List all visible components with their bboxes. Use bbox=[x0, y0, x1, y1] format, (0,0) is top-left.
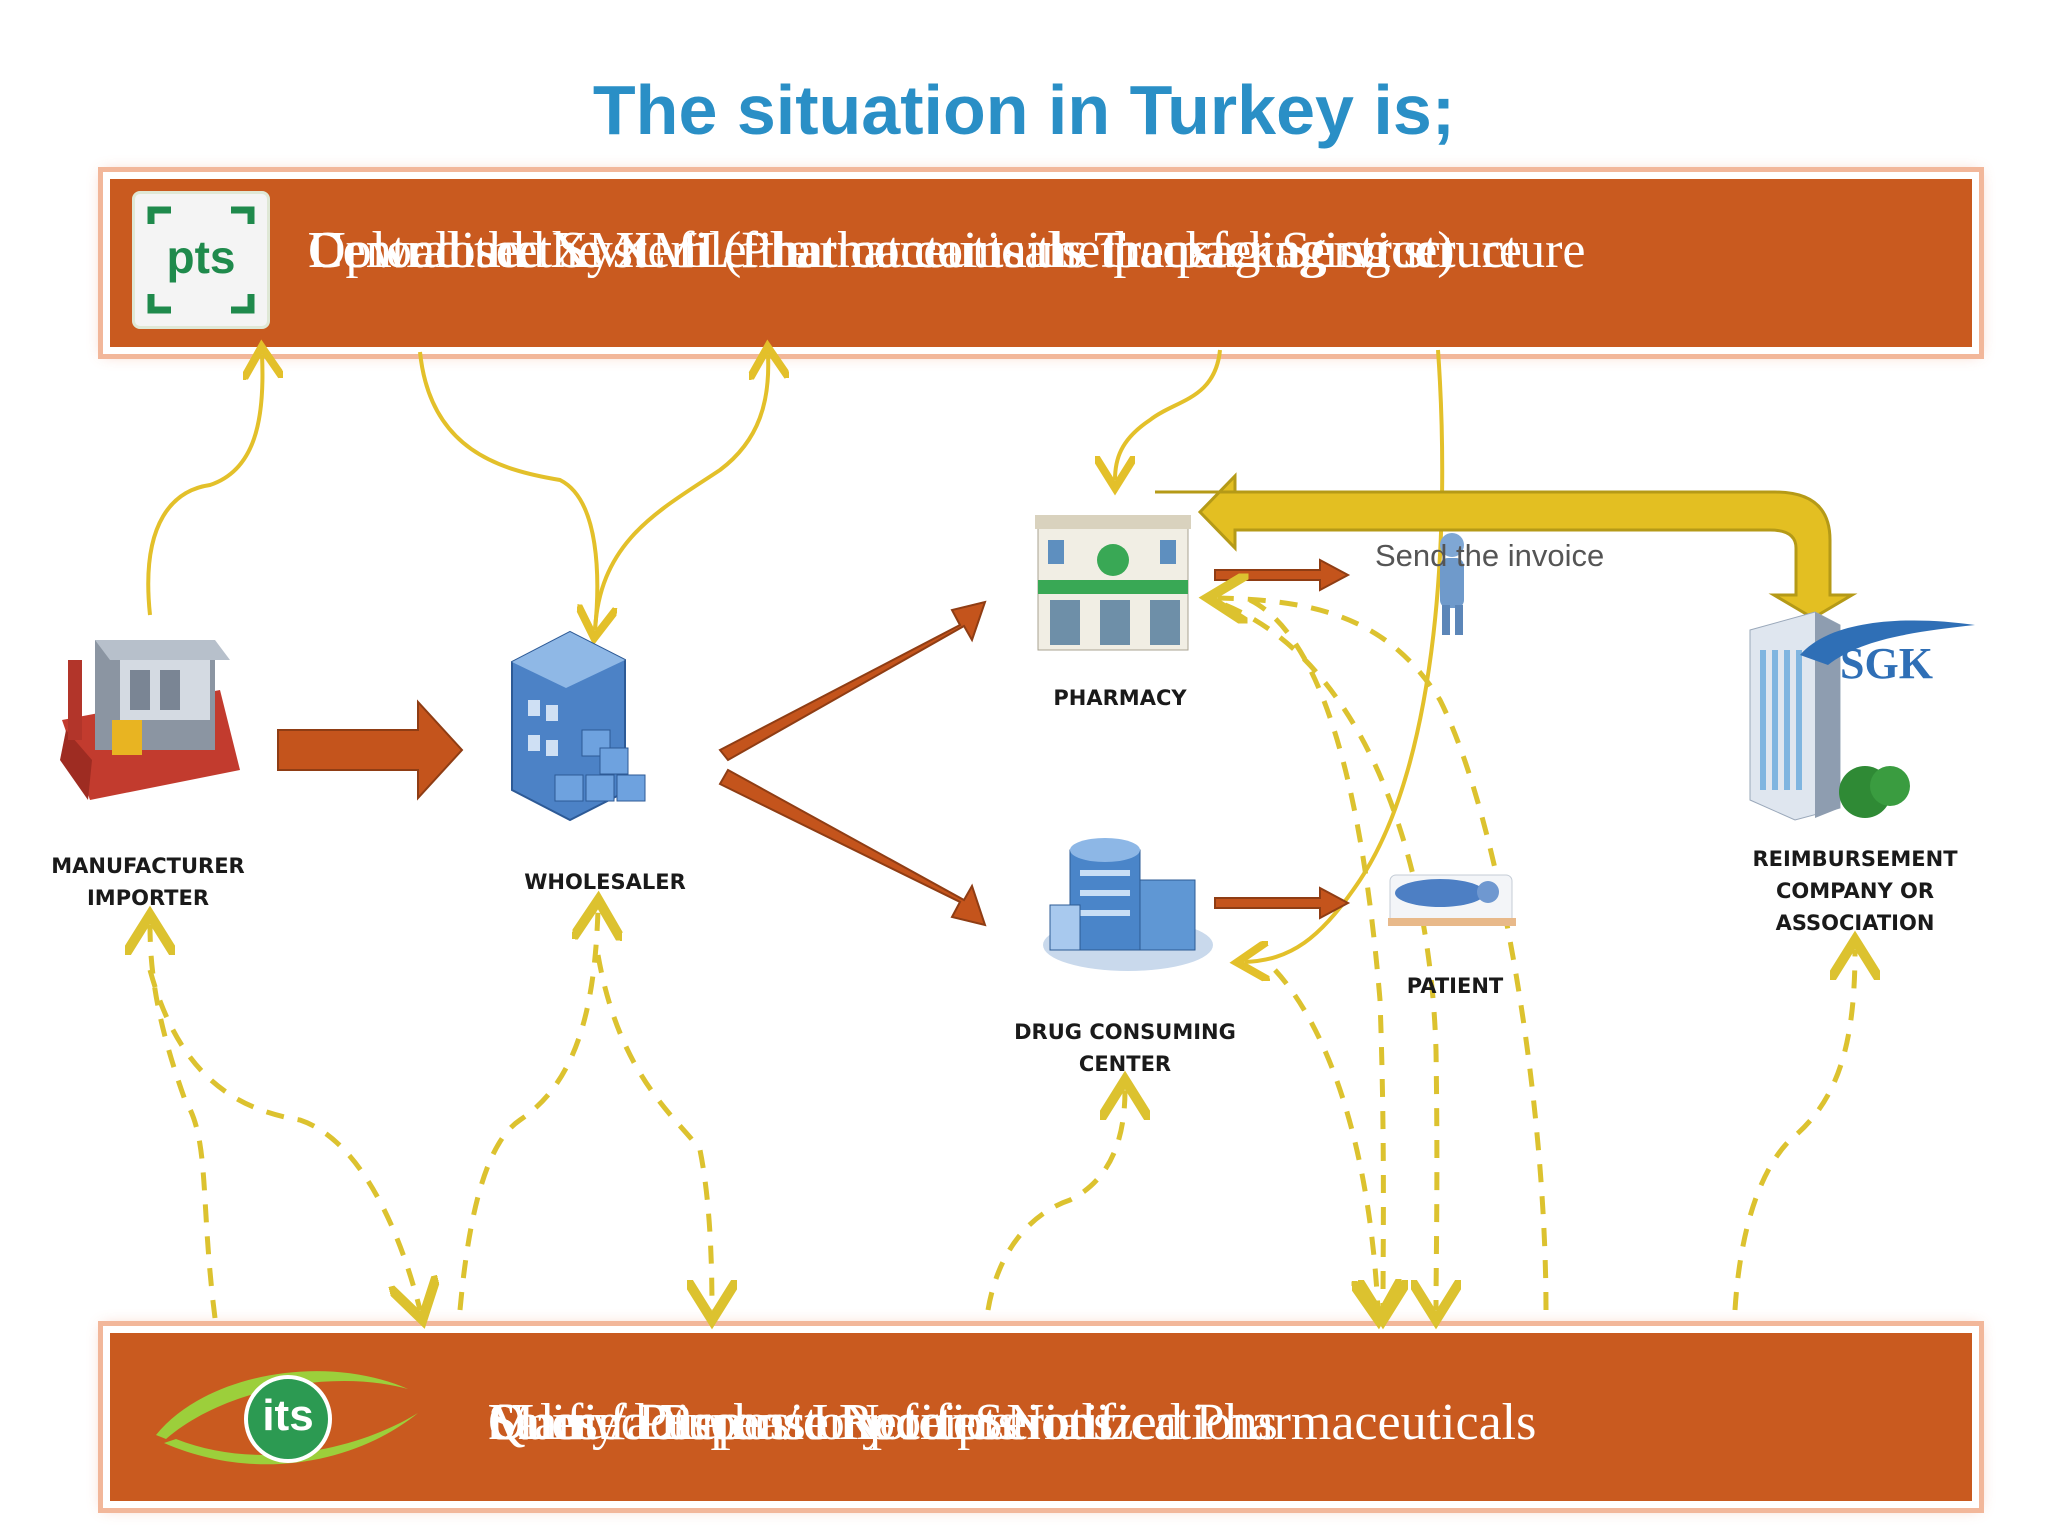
label-pharmacy: PHARMACY bbox=[1053, 686, 1187, 710]
label-drug-consuming-center: DRUG CONSUMING CENTER bbox=[1014, 1020, 1236, 1076]
dash-its-to-reimbursement bbox=[1732, 950, 1855, 1311]
its-text-query: Query bbox=[488, 1394, 618, 1451]
its-text-repository: Unified Repository for Serialized Pharma… bbox=[488, 1394, 1537, 1451]
pts-band: pts Upload the XML file that contains th… bbox=[103, 172, 1979, 354]
its-text-dispense: Sales / Dispense Notifications bbox=[488, 1394, 1114, 1451]
arrow-pts-to-pharmacy bbox=[1115, 349, 1222, 480]
pts-text-upload: Upload the XML file that contains the pa… bbox=[308, 222, 1522, 279]
its-band-text-stack: Unified Repository for Serialized Pharma… bbox=[488, 1393, 1918, 1463]
its-logo-text: its bbox=[262, 1391, 314, 1440]
arrow-pts-to-wholesaler bbox=[418, 351, 597, 630]
factory-icon bbox=[60, 640, 240, 800]
sgk-logo-text: SGK bbox=[1840, 639, 1933, 688]
arrow-pts-to-drug-center bbox=[1245, 349, 1445, 962]
pts-text-centralised: Centralised System (Pharmaceuticals Tran… bbox=[308, 222, 1455, 279]
arrow-manufacturer-to-wholesaler bbox=[277, 699, 464, 801]
dash-its-to-wholesaler bbox=[457, 910, 598, 1311]
its-band: its Unified Repository for Serialized Ph… bbox=[103, 1326, 1979, 1508]
its-text-receipts: Sales / Purchase Receipts bbox=[488, 1394, 1018, 1451]
warehouse-icon bbox=[511, 630, 646, 822]
pts-flow-arrows bbox=[146, 349, 1445, 962]
pts-logo-mark-icon bbox=[147, 206, 255, 314]
its-notification-arrows bbox=[150, 598, 1855, 1318]
arrow-manufacturer-to-pts bbox=[146, 355, 262, 616]
pts-text-download: Download the XML file that contains the … bbox=[308, 222, 1586, 279]
sgk-building-icon bbox=[1749, 611, 1975, 821]
pts-logo-text: pts bbox=[166, 231, 236, 283]
arrow-drug-center-to-patient bbox=[1214, 886, 1351, 920]
arrow-wholesaler-to-drug-center bbox=[718, 768, 987, 927]
invoice-flow-arrow bbox=[1155, 472, 1858, 620]
dash-wholesaler-to-its bbox=[595, 954, 712, 1310]
pharmacy-building-icon bbox=[1035, 515, 1191, 651]
dash-its-to-manufacturer bbox=[150, 925, 218, 1319]
supply-chain-arrows bbox=[277, 558, 1351, 927]
dash-pharmacy-to-its-2 bbox=[1224, 602, 1437, 1310]
its-text-manufacturer: Manufacturer / Importer Notifications bbox=[488, 1394, 1278, 1451]
dash-pharmacy-to-its-1 bbox=[1248, 597, 1383, 1310]
its-eye-icon bbox=[156, 1371, 418, 1465]
hospital-building-icon bbox=[1043, 838, 1213, 971]
its-logo: its bbox=[146, 1343, 426, 1491]
pts-logo: pts bbox=[132, 191, 270, 329]
arrow-wholesaler-to-pharmacy bbox=[718, 600, 987, 762]
customer-person-icon bbox=[1440, 533, 1464, 635]
dash-its-to-drug-center bbox=[985, 1090, 1125, 1311]
label-wholesaler: WHOLESALER bbox=[524, 870, 686, 894]
dash-its-to-pharmacy bbox=[1218, 598, 1549, 1311]
dash-manufacturer-to-its bbox=[147, 969, 420, 1310]
label-reimbursement: REIMBURSEMENT COMPANY OR ASSOCIATION bbox=[1752, 847, 1958, 935]
pts-band-text-stack: Upload the XML file that contains the pa… bbox=[308, 221, 1908, 291]
arrow-wholesaler-to-pts bbox=[593, 355, 768, 631]
page-title: The situation in Turkey is; bbox=[592, 71, 1456, 149]
arrow-pharmacy-to-customer bbox=[1214, 558, 1351, 592]
patient-bed-icon bbox=[1388, 874, 1516, 926]
dash-drug-center-to-its bbox=[1273, 968, 1378, 1310]
label-manufacturer: MANUFACTURER IMPORTER bbox=[51, 854, 245, 910]
label-patient: PATIENT bbox=[1406, 974, 1504, 998]
send-invoice-label: Send the invoice bbox=[1375, 538, 1605, 573]
